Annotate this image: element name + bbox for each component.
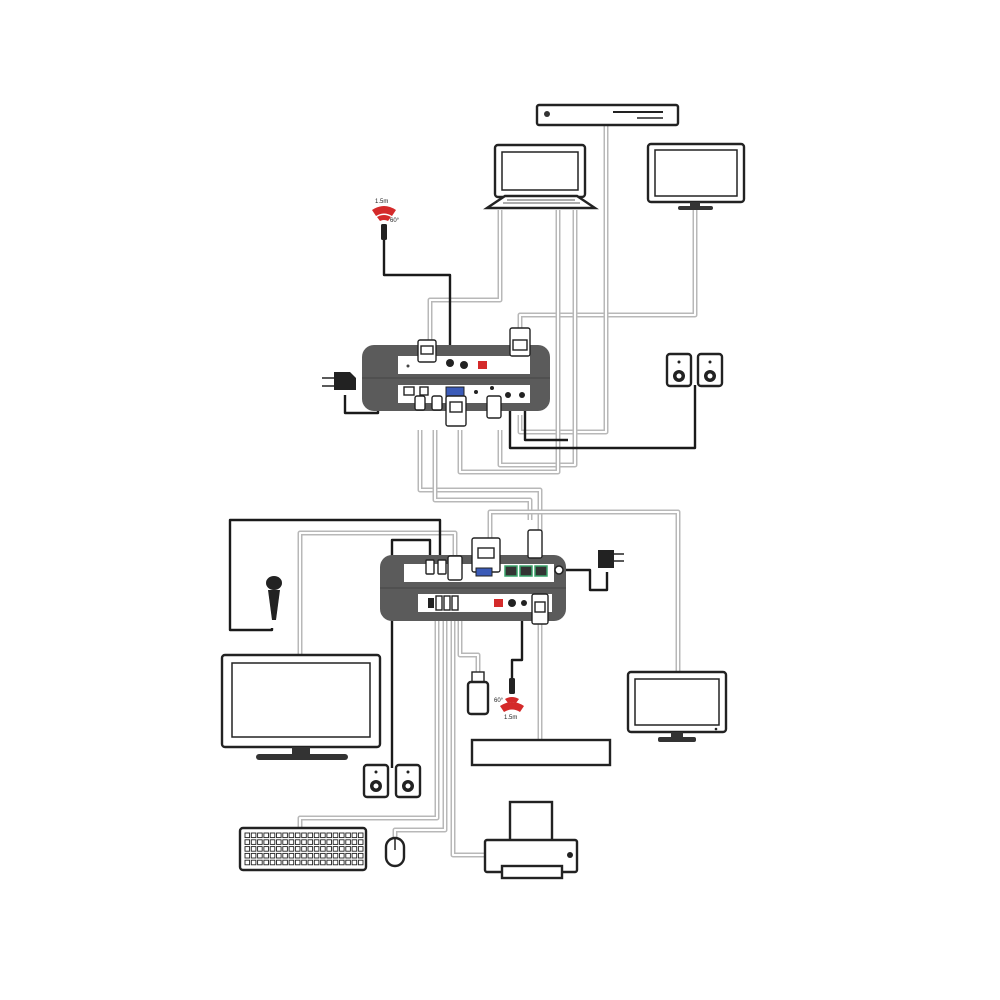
power-adapter-bottom-icon xyxy=(598,550,624,568)
ir-bottom-distance: 1.5m xyxy=(504,715,517,721)
usb-flash-drive-icon xyxy=(466,671,490,716)
laptop-icon xyxy=(483,143,599,210)
monitor-bottom-right-icon xyxy=(626,670,728,742)
extender-unit-top xyxy=(362,327,550,427)
ir-bottom-angle: 60° xyxy=(494,698,504,704)
microphone-icon xyxy=(266,576,282,620)
speakers-top-icon xyxy=(665,352,724,388)
speakers-bottom-icon xyxy=(362,763,422,799)
ir-top-angle: 60° xyxy=(390,218,400,224)
mouse-icon xyxy=(384,836,406,868)
printer-icon xyxy=(483,800,579,880)
extender-unit-bottom xyxy=(380,529,566,625)
keyboard-icon xyxy=(238,826,368,872)
power-adapter-top-icon xyxy=(322,372,356,390)
monitor-top-icon xyxy=(646,142,746,210)
cables xyxy=(228,120,698,858)
ir-top-distance: 1.5m xyxy=(375,199,388,205)
ir-sensor-bottom: 60° 1.5m xyxy=(494,678,524,721)
serial-device-box xyxy=(470,738,612,767)
monitor-large-icon xyxy=(220,653,382,760)
set-top-box xyxy=(535,103,680,127)
ir-sensor-top: 1.5m 60° xyxy=(372,199,400,240)
